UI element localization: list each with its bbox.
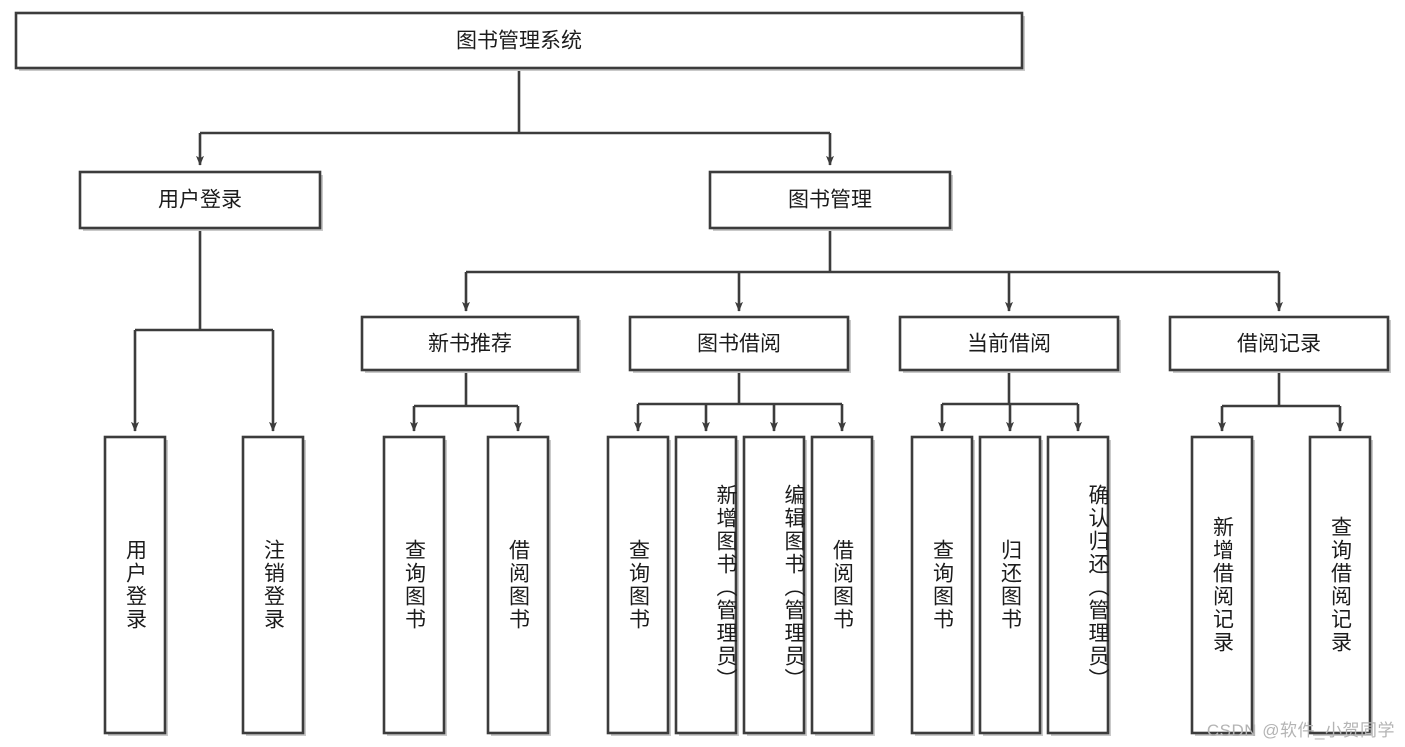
current-borrow-node-box[interactable] (898, 315, 1120, 372)
new-book-node-box[interactable] (360, 315, 580, 372)
user-login-node-box[interactable] (78, 170, 322, 230)
current-borrow-node-label: 当前借阅 (967, 333, 1051, 356)
leaf-box-user-login-1[interactable] (103, 435, 167, 735)
new-book-node-label: 新书推荐 (428, 333, 512, 356)
leaf-box-borrow-record-1[interactable] (1190, 435, 1254, 735)
book-borrow-node-box[interactable] (628, 315, 850, 372)
watermark-text: CSDN @软件_小贺同学 (1206, 721, 1395, 740)
leaf-box-book-borrow-3[interactable] (742, 435, 806, 735)
leaf-box-new-book-2[interactable] (486, 435, 550, 735)
book-borrow-node-label: 图书借阅 (697, 333, 781, 356)
leaf-box-book-borrow-4[interactable] (810, 435, 874, 735)
leaf-box-user-login-2[interactable] (241, 435, 305, 735)
nodes-layer: 图书管理系统 用户登录 图书管理 新书推荐 图书借阅 当前借阅 借阅记录 (14, 11, 1391, 736)
edges-layer (131, 68, 1344, 432)
book-manage-node-label: 图书管理 (788, 189, 872, 212)
leaf-box-borrow-record-2[interactable] (1308, 435, 1372, 735)
borrow-record-node-label: 借阅记录 (1237, 333, 1321, 356)
leaf-box-new-book-1[interactable] (382, 435, 446, 735)
leaf-box-current-borrow-2[interactable] (978, 435, 1042, 735)
root-node-label: 图书管理系统 (456, 30, 582, 53)
root-node-box[interactable] (14, 11, 1024, 70)
book-manage-node-box[interactable] (708, 170, 952, 230)
leaf-box-book-borrow-1[interactable] (606, 435, 670, 735)
borrow-record-node-box[interactable] (1168, 315, 1390, 372)
leaf-box-book-borrow-2[interactable] (674, 435, 738, 735)
leaf-box-current-borrow-3[interactable] (1046, 435, 1110, 735)
leaf-box-current-borrow-1[interactable] (910, 435, 974, 735)
user-login-node-label: 用户登录 (158, 189, 242, 212)
